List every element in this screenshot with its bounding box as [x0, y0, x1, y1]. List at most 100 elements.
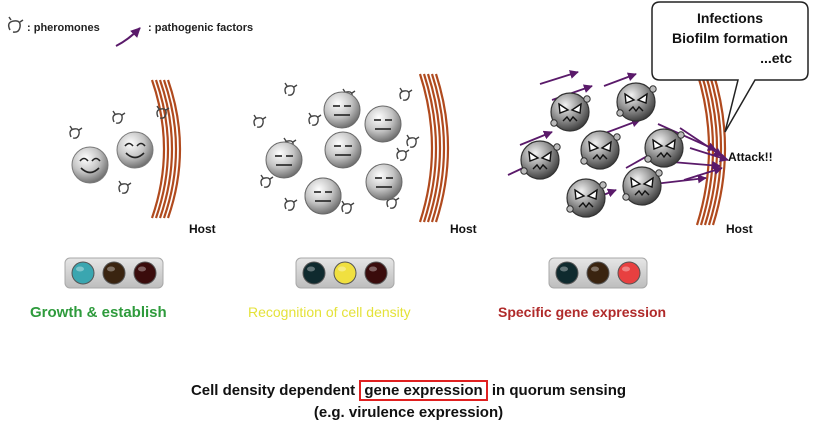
- jagged-mouth: [578, 201, 594, 209]
- pheromone: [253, 114, 267, 128]
- pilus-knob: [644, 155, 652, 163]
- host-wall-line: [711, 71, 727, 226]
- neutral-bacterium: [364, 105, 402, 143]
- traffic-light-bulb: [586, 261, 610, 285]
- jagged-mouth: [634, 189, 650, 197]
- smile-mouth: [125, 152, 145, 159]
- pheromone: [112, 110, 126, 124]
- pathogenic-factor-arrow: [671, 160, 721, 170]
- bacterium-body: [71, 146, 109, 184]
- bacterium-body: [520, 140, 560, 180]
- angry-eye: [630, 176, 642, 188]
- pheromone: [399, 87, 413, 101]
- pathogenic-factor-arrow: [689, 147, 729, 162]
- angry-eye: [570, 102, 582, 114]
- caption-line-2: (e.g. virulence expression): [313, 404, 504, 421]
- bulb-highlight: [560, 266, 568, 272]
- bubble-line-infections: Infections: [696, 10, 764, 26]
- pilus-knob: [622, 193, 630, 201]
- traffic-light-bulb: [555, 261, 579, 285]
- pilus-knob: [580, 157, 588, 165]
- bacterium-body: [304, 177, 342, 215]
- bulb-highlight: [622, 266, 630, 272]
- bulb-highlight: [338, 266, 346, 272]
- angry-eye: [586, 188, 598, 200]
- pathogenic-factor-arrow: [603, 72, 637, 87]
- bacterium-body: [580, 130, 620, 170]
- angry-eye: [642, 176, 654, 188]
- stage-label-recognition: Recognition of cell density: [248, 304, 411, 320]
- attack-label: Attack!!: [728, 150, 773, 164]
- pheromone: [308, 112, 322, 126]
- host-wall-line: [422, 73, 438, 223]
- caption-highlight-box: gene expression: [359, 380, 488, 401]
- pilus-knob: [599, 181, 607, 189]
- pilus-knob: [616, 109, 624, 117]
- jagged-mouth: [592, 153, 608, 161]
- pilus-knob: [566, 205, 574, 213]
- pilus-knob: [550, 119, 558, 127]
- bulb-highlight: [307, 266, 315, 272]
- traffic-light-bulb: [133, 261, 157, 285]
- traffic-light-bulb: [302, 261, 326, 285]
- legend-pathogenic-factors: : pathogenic factors: [148, 22, 254, 34]
- jagged-mouth: [656, 151, 672, 159]
- angry-eye: [600, 140, 612, 152]
- traffic-lights: [64, 257, 648, 289]
- pheromone: [341, 200, 355, 214]
- traffic-light-bulb: [364, 261, 388, 285]
- happy-eyes: [79, 157, 101, 162]
- host-wall-line: [154, 79, 170, 219]
- angry-bacterium: [622, 166, 663, 206]
- pathogenic-factor-arrow: [653, 174, 707, 185]
- bulb-highlight: [107, 266, 115, 272]
- caption-line-1: Cell density dependent gene expression i…: [0, 380, 817, 401]
- traffic-light-bulb: [333, 261, 357, 285]
- happy-eyes: [124, 142, 146, 147]
- angry-eye: [664, 138, 676, 150]
- angry-eye: [558, 102, 570, 114]
- pilus-knob: [520, 167, 528, 175]
- bacterium-body: [116, 131, 154, 169]
- host-wall-line: [158, 79, 174, 219]
- neutral-bacterium: [265, 141, 303, 179]
- pathogenic-factor-arrow: [683, 166, 723, 181]
- bulb-highlight: [76, 266, 84, 272]
- happy-bacterium: [71, 146, 109, 184]
- angry-eye: [652, 138, 664, 150]
- pheromone: [284, 197, 298, 211]
- host-wall-line: [418, 73, 434, 223]
- host-label-2: Host: [450, 222, 477, 236]
- bacterium-body: [616, 82, 656, 122]
- bubble-line-etc: ...etc: [760, 50, 792, 66]
- bulb-highlight: [138, 266, 146, 272]
- smile-mouth: [80, 167, 100, 174]
- stage-label-specific: Specific gene expression: [498, 304, 667, 320]
- traffic-light-bulb: [71, 261, 95, 285]
- angry-eye: [624, 92, 636, 104]
- neutral-bacterium: [365, 163, 403, 201]
- caption-pre: Cell density dependent: [190, 382, 360, 399]
- pathogenic-factor-arrow: [679, 127, 723, 157]
- angry-bacterium: [520, 140, 561, 180]
- pheromone: [260, 174, 274, 188]
- pheromone: [396, 147, 410, 161]
- pathogenic-factor-arrow: [519, 130, 553, 146]
- host-wall-line: [426, 73, 442, 223]
- bacterium-body: [566, 178, 606, 218]
- angry-eye: [528, 150, 540, 162]
- bacterium-body: [365, 163, 403, 201]
- pathogenic-factor-icon: [115, 27, 141, 47]
- jagged-mouth: [532, 163, 548, 171]
- neutral-bacterium: [304, 177, 342, 215]
- angry-bacterium: [644, 128, 685, 168]
- neutral-bacterium: [323, 91, 361, 129]
- pilus-knob: [613, 133, 621, 141]
- pheromone: [156, 105, 170, 119]
- bubble-line-biofilm: Biofilm formation: [672, 30, 788, 46]
- bulb-highlight: [369, 266, 377, 272]
- pheromone: [69, 125, 83, 139]
- bulb-highlight: [591, 266, 599, 272]
- traffic-light-bulb: [102, 261, 126, 285]
